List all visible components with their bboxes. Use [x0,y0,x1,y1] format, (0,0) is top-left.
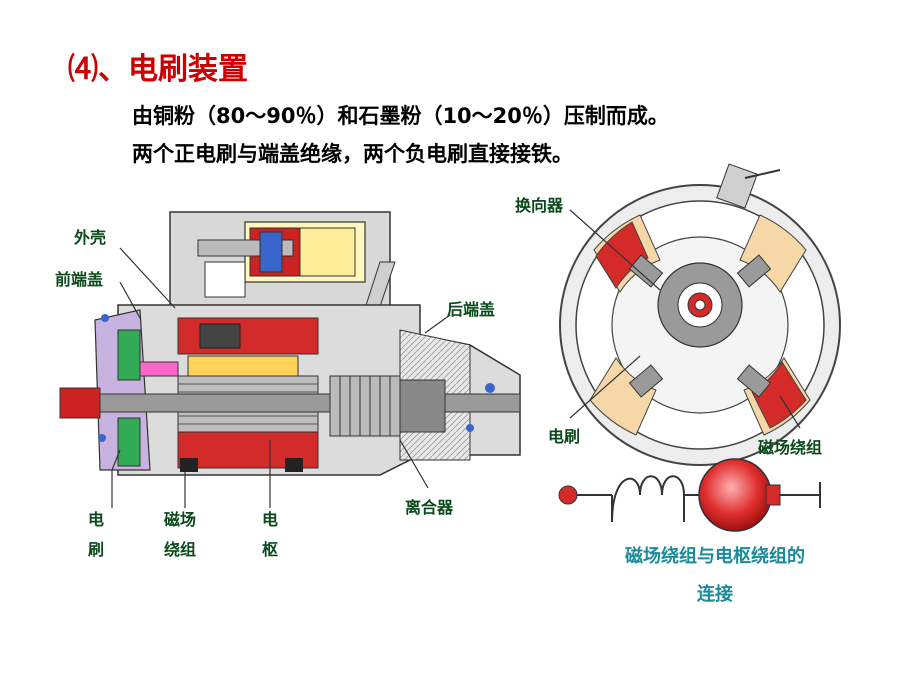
label-end-field-winding: 磁场绕组 [758,438,823,457]
label-rear-cover: 后端盖 [447,300,496,319]
label-front-cover: 前端盖 [55,270,104,289]
field-winding-marker [180,458,198,472]
label-shell: 外壳 [74,228,107,247]
label-armature: 电枢 [261,510,278,559]
solenoid-winding-yellow [299,227,356,277]
description-line-1: 由铜粉（80～90％）和石墨粉（10～20％）压制而成。 [132,104,669,128]
terminal-dot [558,485,578,505]
front-brush-green-bottom [117,417,141,467]
label-clutch: 离合器 [405,498,454,517]
solenoid-blue-part [259,231,283,273]
connection-caption: 磁场绕组与电枢绕组的连接 [625,546,805,605]
shaft [69,393,521,413]
armature-symbol [698,458,772,532]
shaft-front-end [59,387,101,419]
end-view-leader-lines [569,209,801,429]
pole-shoe-bl [589,357,657,436]
end-view-diagram [559,163,841,466]
slide-title: ⑷、电刷装置 [68,52,248,87]
armature-yellow [187,355,299,377]
label-brush: 电刷 [87,510,104,559]
terminal-post [716,163,758,209]
motor-leader-lines [111,247,451,508]
pole-shoe-tr [739,214,807,293]
field-connector-top [199,323,241,349]
field-winding-br [751,361,807,429]
field-coil-symbol [611,475,686,523]
front-brush-green-top [117,329,141,381]
clutch-body [329,375,401,437]
description-line-2: 两个正电刷与端盖绝缘，两个负电刷直接接铁。 [132,142,573,166]
label-field-winding: 磁场绕组 [163,510,196,559]
label-commutator: 换向器 [515,196,564,215]
pinion-gear [399,379,446,433]
solenoid-contact [204,261,246,298]
starter-motor-section [59,211,521,476]
circuit-diagram [558,458,821,532]
label-end-brush: 电刷 [548,427,581,446]
armature-lines [178,383,318,425]
field-coil-top [177,317,319,355]
front-pink-part [139,361,179,377]
